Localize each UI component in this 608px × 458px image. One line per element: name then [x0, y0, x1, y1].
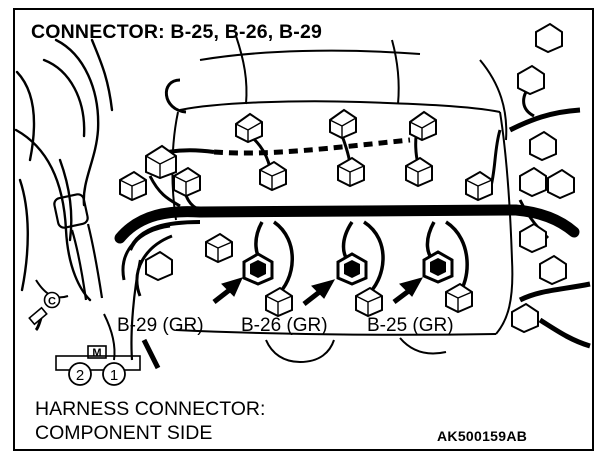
left-loop	[121, 224, 171, 281]
connector-key	[87, 345, 107, 359]
connector-mark: M	[92, 347, 101, 359]
manifold-outline	[171, 35, 514, 364]
pin-label-2: 2	[76, 367, 84, 384]
target-connectors	[242, 250, 454, 286]
callout-b25: B-25 (GR)	[367, 315, 454, 336]
connector-block-details	[119, 117, 493, 316]
left-housing	[14, 38, 114, 302]
pin-label-1: 1	[110, 367, 118, 384]
connector-housing-top	[55, 355, 141, 371]
arrow-b26	[302, 279, 336, 306]
upper-harness	[213, 137, 411, 156]
figure-code: AK500159AB	[437, 428, 528, 444]
frame-border	[13, 8, 594, 451]
diagram-title: CONNECTOR: B-25, B-26, B-29	[31, 21, 323, 43]
left-tube	[53, 193, 142, 361]
connector-symbol	[55, 345, 141, 386]
arrow-b25	[392, 277, 424, 304]
main-harness	[114, 204, 580, 244]
harness-note: HARNESS CONNECTOR: COMPONENT SIDE	[35, 397, 265, 445]
connector-b29	[242, 252, 274, 286]
arrow-b29	[212, 277, 243, 304]
connector-blocks	[119, 22, 575, 334]
harness-note-line2: COMPONENT SIDE	[35, 422, 213, 444]
ground-symbol	[28, 291, 61, 332]
connector-b25	[422, 250, 454, 284]
callout-b26: B-26 (GR)	[241, 315, 328, 336]
harness-note-line1: HARNESS CONNECTOR:	[35, 398, 266, 420]
ground-marker: C	[48, 296, 56, 308]
callout-b29: B-29 (GR)	[117, 315, 204, 336]
pin-circle-2	[68, 362, 92, 386]
connector-b26	[336, 252, 368, 286]
pointer-arrows	[212, 277, 424, 306]
pin-circle-1	[102, 362, 126, 386]
left-loop-2	[135, 234, 173, 297]
